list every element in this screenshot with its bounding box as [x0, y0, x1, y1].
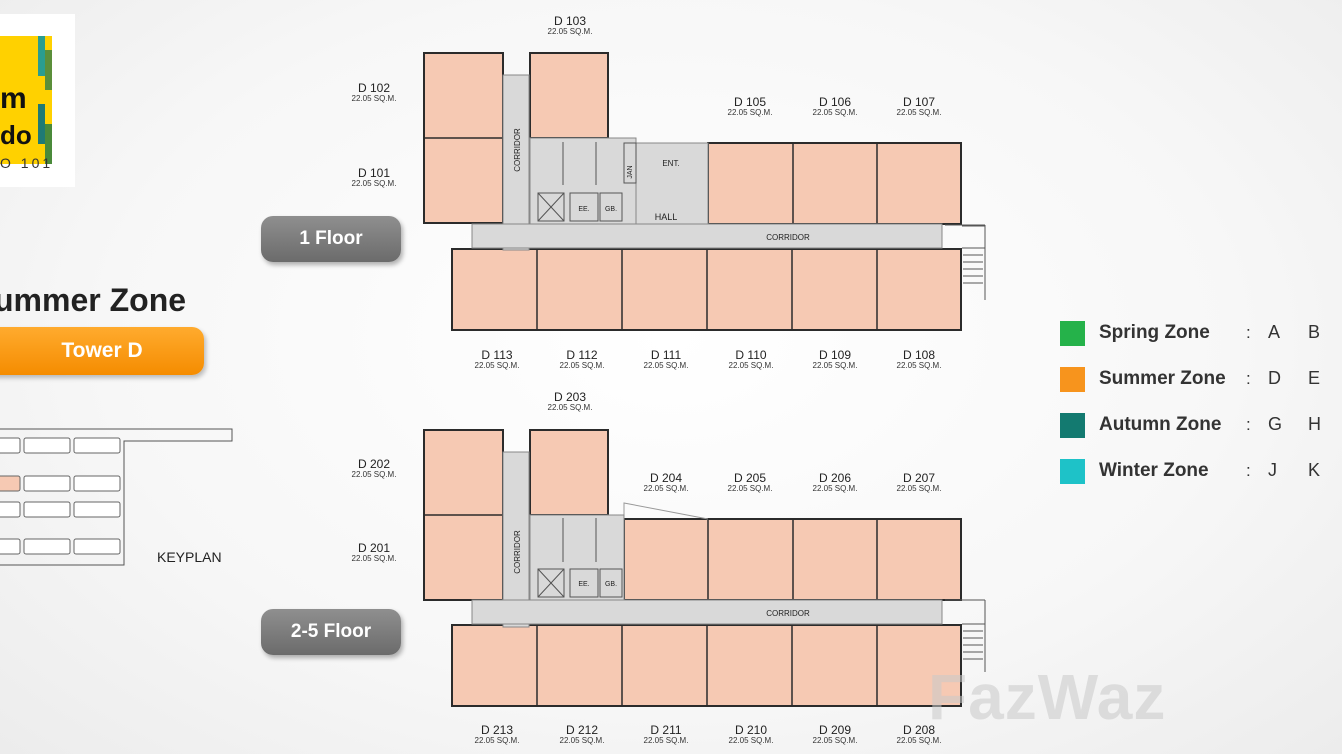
floor-2-5-ee: EE. [578, 581, 589, 588]
floor-1-hall: HALL [655, 212, 678, 222]
legend-winter: Winter Zone : J K [1060, 459, 1340, 485]
legend-swatch [1060, 367, 1085, 392]
logo-subtext: O 101 [0, 155, 54, 171]
floor-2-5-corridor-h: CORRIDOR [766, 609, 810, 618]
floor-1-jan: JAN [627, 165, 634, 178]
floor-1-ee: EE. [578, 206, 589, 213]
floor-2-5-corridor-v: CORRIDOR [513, 530, 522, 574]
floor-1-corridor-h: CORRIDOR [766, 233, 810, 242]
floor-2-5-badge: 2-5 Floor [261, 609, 401, 655]
watermark: FazWaz [928, 661, 1167, 733]
legend-code: D [1268, 368, 1281, 388]
legend-colon: : [1246, 461, 1251, 480]
legend-zone-name: Winter Zone [1099, 460, 1209, 481]
project-logo: m do O 101 [0, 14, 75, 187]
floor-1-ent: ENT. [662, 159, 679, 168]
legend-swatch [1060, 459, 1085, 484]
legend-swatch [1060, 321, 1085, 346]
legend-code: B [1308, 322, 1321, 342]
logo-text-2: do [0, 120, 32, 150]
zone-title: ummer Zone [0, 282, 187, 318]
legend-colon: : [1246, 415, 1251, 434]
keyplan-map [0, 428, 233, 566]
legend-zone-name: Summer Zone [1099, 368, 1226, 389]
legend-code: J [1268, 460, 1277, 480]
logo-text-1: m [0, 82, 27, 115]
legend-colon: : [1246, 323, 1251, 342]
legend-code: H [1308, 414, 1321, 434]
legend-code: A [1268, 322, 1281, 342]
legend-spring: Spring Zone : A B [1060, 321, 1340, 347]
floor-1-corridor-v: CORRIDOR [513, 128, 522, 172]
legend-swatch [1060, 413, 1085, 438]
keyplan-tower-d [0, 475, 21, 492]
legend-code: K [1308, 460, 1321, 480]
legend-colon: : [1246, 369, 1251, 388]
floor-2-5-gb: GB. [605, 581, 617, 588]
legend-zone-name: Spring Zone [1099, 322, 1210, 343]
legend-summer: Summer Zone : D E [1060, 367, 1340, 393]
floor-1-badge: 1 Floor [261, 216, 401, 262]
keyplan-label: KEYPLAN [157, 549, 222, 565]
legend-code: G [1268, 414, 1283, 434]
tower-badge: Tower D [0, 327, 204, 375]
legend-code: E [1308, 368, 1321, 388]
floor-1-gb: GB. [605, 206, 617, 213]
legend-autumn: Autumn Zone : G H [1060, 413, 1340, 439]
legend-zone-name: Autumn Zone [1099, 414, 1222, 435]
